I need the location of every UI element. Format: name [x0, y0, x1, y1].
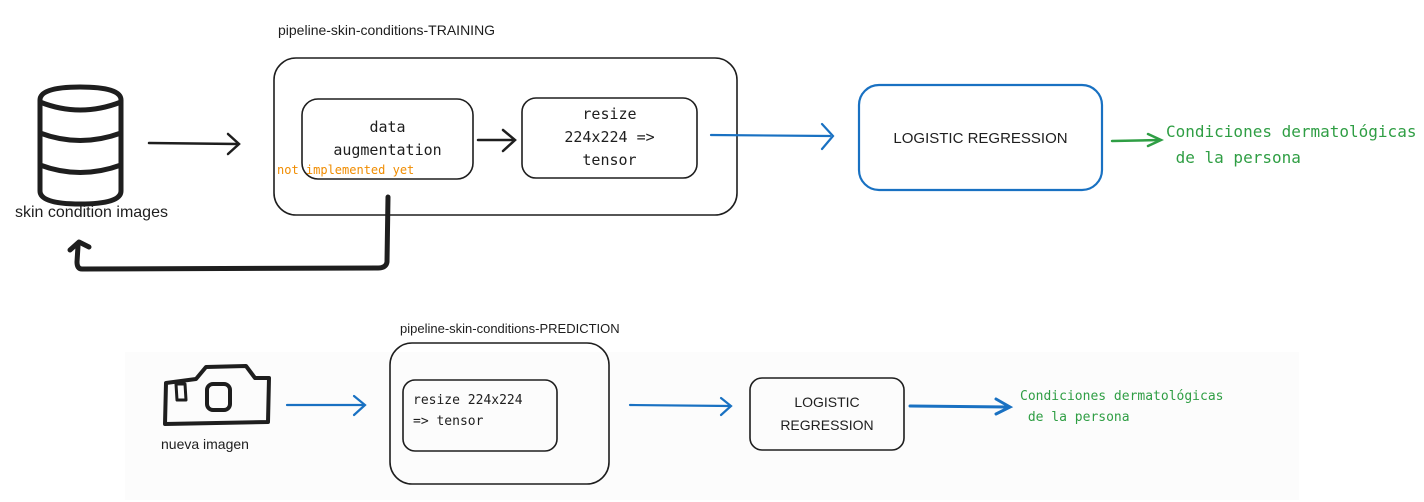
prediction-model-box [749, 377, 905, 451]
database-icon [37, 84, 124, 207]
arrow-source-to-training [147, 132, 241, 156]
arrow-prediction-to-model [628, 396, 733, 417]
training-output-label: Condiciones dermatológicas de la persona [1166, 122, 1417, 167]
prediction-source-label: nueva imagen [161, 436, 249, 452]
camera-icon [163, 364, 271, 426]
arrow-prediction-model-to-output [908, 397, 1014, 416]
resize-step-label: resize 224x224 => tensor [564, 105, 655, 169]
prediction-resize-box [402, 379, 558, 452]
training-pipeline-title: pipeline-skin-conditions-TRAINING [278, 22, 496, 38]
arrow-newimage-to-prediction [285, 394, 367, 417]
not-implemented-note: not implemented yet [277, 163, 415, 177]
training-model-box [857, 83, 1104, 192]
prediction-resize-label: resize 224x224 => tensor [413, 393, 523, 429]
arrow-augmentation-to-resize [476, 128, 517, 153]
feedback-loop-arrow [67, 194, 391, 272]
arrow-training-to-model [709, 122, 835, 151]
prediction-background [125, 352, 1299, 500]
training-model-label: LOGISTIC REGRESSION [893, 130, 1068, 147]
training-source-label: skin condition images [15, 204, 168, 221]
arrow-training-model-to-output [1110, 132, 1164, 148]
augmentation-step-label: data augmentation [333, 118, 442, 159]
prediction-pipeline-title: pipeline-skin-conditions-PREDICTION [400, 321, 620, 336]
prediction-model-label: LOGISTIC REGRESSION [780, 394, 874, 433]
training-pipeline-container [273, 57, 738, 216]
prediction-pipeline-container [389, 342, 610, 485]
augmentation-step-box [301, 98, 474, 180]
resize-step-box [521, 97, 698, 179]
prediction-output-label: Condiciones dermatológicas de la persona [1020, 389, 1224, 425]
